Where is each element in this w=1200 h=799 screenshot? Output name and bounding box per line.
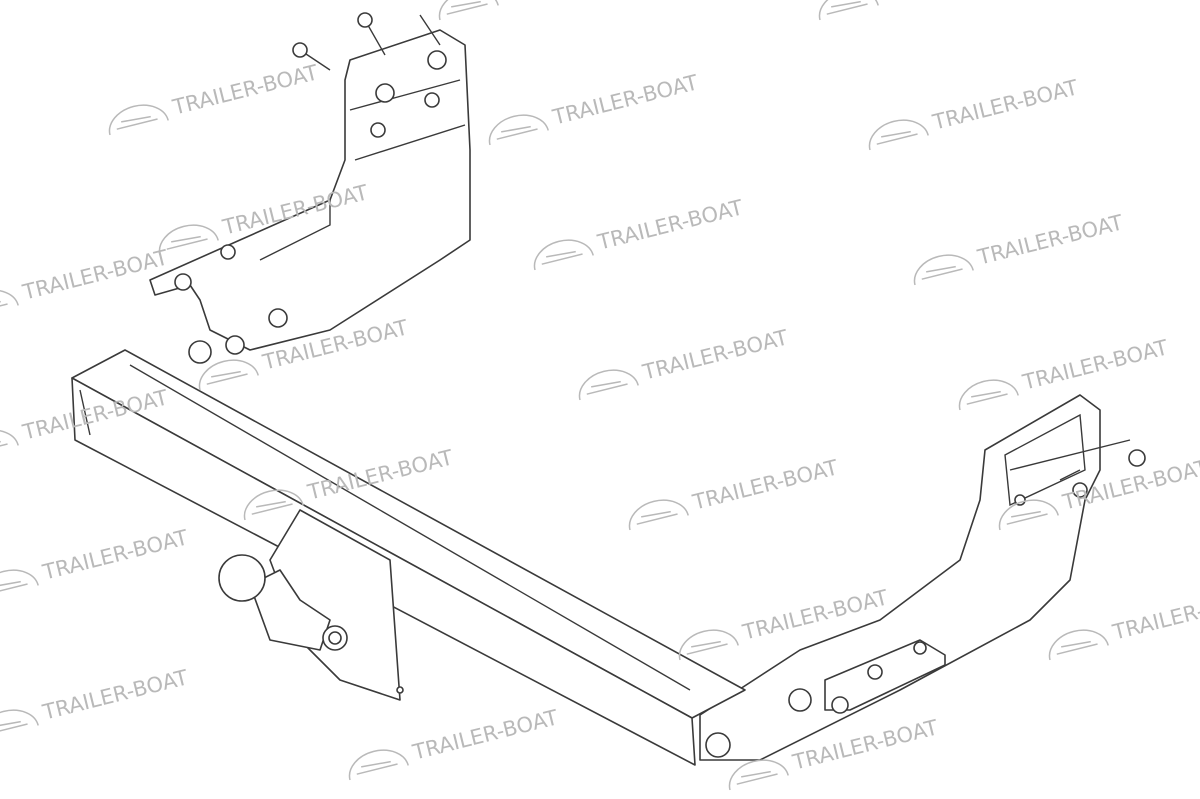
watermark-logo-icon [998, 499, 1059, 531]
watermark-logo-icon [818, 0, 879, 21]
watermark-text: TRAILER-BOAT [39, 665, 190, 724]
watermark: TRAILER-BOAT [0, 525, 190, 601]
watermark: TRAILER-BOAT [1048, 585, 1200, 661]
watermark-text: TRAILER-BOAT [409, 705, 560, 764]
watermark: TRAILER-BOAT [108, 60, 320, 136]
right-mounting-bracket [699, 394, 1146, 761]
watermark-text: TRAILER-BOAT [974, 210, 1125, 269]
watermark: TRAILER-BOAT [488, 70, 700, 146]
watermark-logo-icon [198, 359, 259, 391]
watermark: TRAILER-BOAT [0, 245, 170, 321]
watermark: TRAILER-BOAT [0, 665, 190, 741]
watermark-logo-icon [728, 759, 789, 791]
watermark: TRAILER-BOAT [868, 75, 1080, 151]
watermark-logo-icon [0, 429, 19, 461]
watermark-text: TRAILER-BOAT [1019, 335, 1170, 394]
watermark-logo-icon [0, 289, 19, 321]
watermark-text: TRAILER-BOAT [879, 0, 1030, 5]
watermark: TRAILER-BOAT [818, 0, 1030, 21]
watermark-text: TRAILER-BOAT [689, 455, 840, 514]
ball-hitch [218, 509, 404, 701]
watermark-logo-icon [868, 119, 929, 151]
watermark-logo-icon [348, 749, 409, 781]
watermark-logo-icon [438, 0, 499, 21]
watermark-text: TRAILER-BOAT [929, 75, 1080, 134]
watermark: TRAILER-BOAT [533, 195, 745, 271]
watermark-logo-icon [678, 629, 739, 661]
watermark-logo-icon [578, 369, 639, 401]
watermark: TRAILER-BOAT [628, 455, 840, 531]
tow-ball [218, 554, 266, 602]
watermark-logo-icon [108, 104, 169, 136]
watermark-text: TRAILER-BOAT [594, 195, 745, 254]
watermark: TRAILER-BOAT [348, 705, 560, 781]
watermark-logo-icon [1048, 629, 1109, 661]
watermark-text: TRAILER-BOAT [169, 60, 320, 119]
watermark-logo-icon [0, 709, 39, 741]
watermark-logo-icon [488, 114, 549, 146]
watermark-logo-icon [243, 489, 304, 521]
watermark: TRAILER-BOAT [913, 210, 1125, 286]
watermark-logo-icon [0, 569, 39, 601]
watermark: TRAILER-BOAT [438, 0, 650, 21]
watermark: TRAILER-BOAT [958, 335, 1170, 411]
watermark-text: TRAILER-BOAT [639, 325, 790, 384]
watermark-logo-icon [158, 224, 219, 256]
watermark-logo-icon [533, 239, 594, 271]
watermark: TRAILER-BOAT [578, 325, 790, 401]
watermark-text: TRAILER-BOAT [19, 245, 170, 304]
watermark-text: TRAILER-BOAT [499, 0, 650, 5]
left-mounting-bracket [149, 12, 471, 364]
watermark-text: TRAILER-BOAT [549, 70, 700, 129]
watermark-logo-icon [628, 499, 689, 531]
watermark-text: TRAILER-BOAT [39, 525, 190, 584]
watermark-logo-icon [913, 254, 974, 286]
watermark-text: TRAILER-BOAT [1109, 585, 1200, 644]
main-crossbar [71, 349, 746, 766]
watermark-logo-icon [958, 379, 1019, 411]
